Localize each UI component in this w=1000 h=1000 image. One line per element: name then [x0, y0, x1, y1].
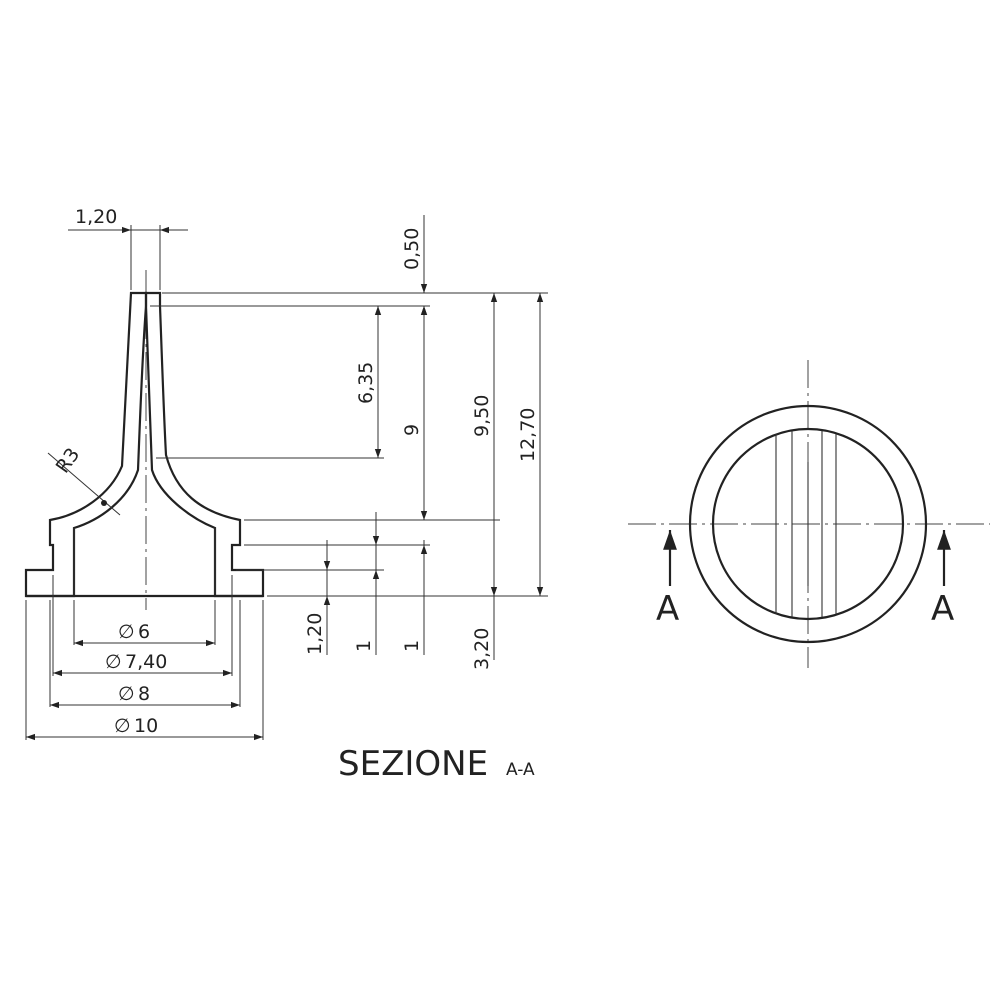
dim-1270-label: 12,70 — [517, 408, 539, 462]
radius-leader — [47, 452, 121, 516]
dia-740-label: 7,40 — [125, 651, 167, 673]
section-title: SEZIONE — [338, 744, 488, 784]
dim-step-b-label: 1 — [401, 640, 423, 652]
dim-635-label: 6,35 — [355, 362, 377, 404]
dia-8-label: 8 — [138, 683, 150, 705]
outer-ring — [688, 404, 928, 644]
radius-label: R3 — [52, 444, 85, 477]
section-marker-right: A — [931, 589, 954, 629]
dia-10-label: 10 — [134, 715, 158, 737]
dim-050-label: 0,50 — [401, 228, 423, 270]
section-view: R3 1,20 0,50 6,35 9 9,50 12,70 — [24, 206, 548, 784]
section-marker-left: A — [656, 589, 679, 629]
radius-dot — [101, 500, 107, 506]
section-id: A-A — [506, 760, 535, 780]
dim-flange-label: 1,20 — [304, 613, 326, 655]
dia-10-symbol: ∅ — [114, 715, 131, 737]
inner-ring — [711, 427, 905, 621]
left-wall-section — [24, 291, 148, 598]
dia-8-symbol: ∅ — [118, 683, 135, 705]
dim-950-label: 9,50 — [471, 395, 493, 437]
dim-320-label: 3,20 — [471, 628, 493, 670]
dim-step-a-label: 1 — [353, 640, 375, 652]
right-wall-section — [144, 291, 265, 598]
top-wall-label: 1,20 — [75, 206, 117, 228]
top-view: A A — [628, 360, 990, 668]
dia-6-symbol: ∅ — [118, 621, 135, 643]
dia-6-label: 6 — [138, 621, 150, 643]
dia-740-symbol: ∅ — [105, 651, 122, 673]
dim-9-label: 9 — [401, 424, 423, 436]
